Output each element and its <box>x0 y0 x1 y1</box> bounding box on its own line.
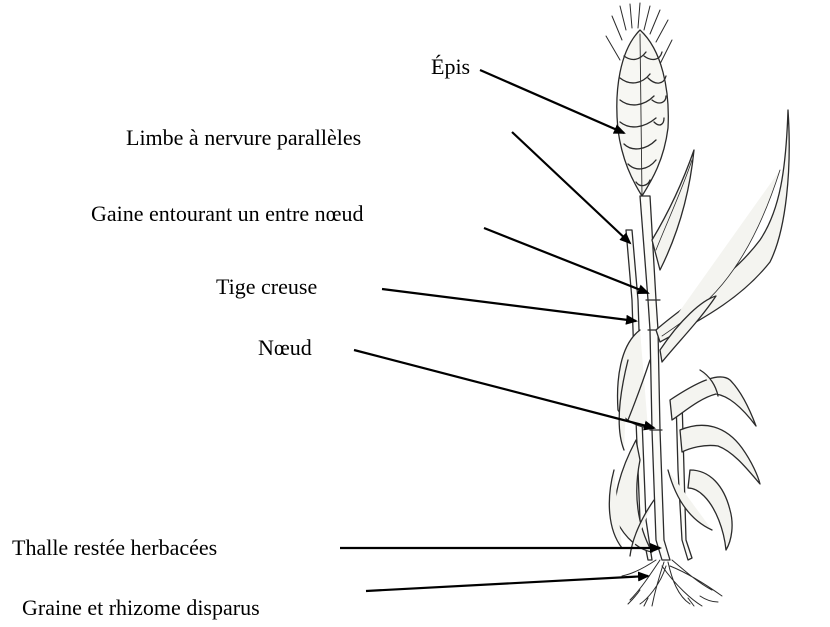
roots <box>622 560 722 606</box>
label-tige-creuse: Tige creuse <box>216 276 317 298</box>
label-noeud: Nœud <box>258 337 312 359</box>
label-epis: Épis <box>431 56 470 78</box>
ear-spike <box>617 30 668 196</box>
label-limbe: Limbe à nervure parallèles <box>126 127 361 149</box>
arrow-noeud <box>354 350 654 428</box>
arrow-tige <box>382 289 636 321</box>
arrow-graine <box>366 576 648 591</box>
label-gaine: Gaine entourant un entre nœud <box>91 203 363 225</box>
arrow-limbe <box>512 132 630 243</box>
wheat-plant <box>606 3 789 606</box>
arrow-epis <box>480 70 624 133</box>
label-graine-rhizome: Graine et rhizome disparus <box>22 597 260 619</box>
leaf-flag <box>652 150 694 270</box>
label-thalle: Thalle restée herbacées <box>12 537 217 559</box>
